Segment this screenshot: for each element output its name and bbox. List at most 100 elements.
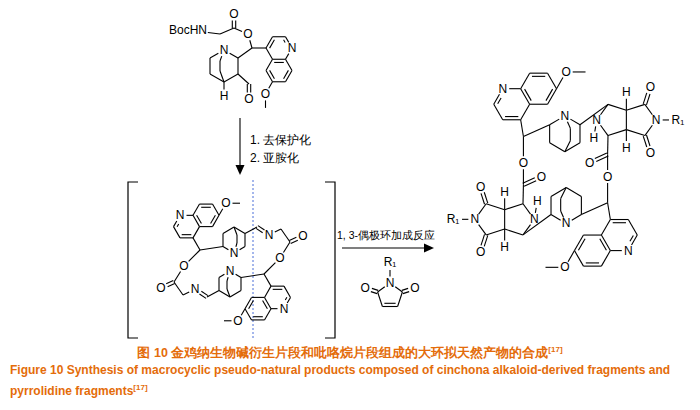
arrow-head <box>424 244 434 253</box>
bond-line <box>224 320 232 321</box>
bond-line <box>234 28 242 31</box>
atom-label: O <box>179 260 188 272</box>
bond-line <box>479 204 486 214</box>
bond-line <box>504 210 505 229</box>
bond-line <box>223 247 228 250</box>
atom-label: O <box>156 282 165 294</box>
bond-line <box>281 229 290 242</box>
bond-line <box>271 308 278 309</box>
bond-line <box>283 242 290 252</box>
bond-line <box>530 104 548 105</box>
bond-line <box>663 119 669 120</box>
bond-line <box>557 78 563 89</box>
atom-label: O <box>233 315 242 327</box>
bond-line <box>608 130 626 136</box>
bond-line <box>174 272 181 282</box>
bond-line <box>270 40 275 48</box>
bond-line <box>643 93 647 104</box>
bond-line <box>378 287 385 292</box>
bond-line <box>189 250 200 261</box>
bond-line <box>521 73 530 89</box>
bond-line <box>523 169 524 185</box>
bond-line <box>247 84 248 93</box>
atom-label: N <box>176 209 185 221</box>
bond-line <box>174 227 181 238</box>
atom-label: H <box>589 132 598 144</box>
atom-label: BocHN <box>169 24 207 36</box>
bond-line <box>213 204 220 215</box>
bond-line <box>505 229 523 235</box>
bond-line <box>213 215 220 226</box>
atom-label: N <box>288 42 297 54</box>
bond-line <box>224 74 238 82</box>
bond-line <box>193 238 200 250</box>
bond-line <box>378 292 383 307</box>
bond-line <box>626 130 627 141</box>
bond-line <box>274 62 284 63</box>
bond-line <box>561 188 567 199</box>
bond-line <box>530 73 548 74</box>
bond-line <box>219 209 223 215</box>
bond-line <box>273 36 286 37</box>
bond-line <box>550 143 565 152</box>
atom-label: O <box>519 157 528 169</box>
bond-line <box>245 297 252 308</box>
bond-line <box>523 137 524 157</box>
bond-line <box>284 70 289 78</box>
bond-line <box>626 130 644 136</box>
atom-label: N <box>624 245 633 257</box>
bond-line <box>265 309 272 320</box>
atom-label: O <box>410 282 419 294</box>
bond-line <box>210 53 218 58</box>
bond-line <box>579 125 580 143</box>
figure-caption: Figure 10 Synthesis of macrocyclic pseud… <box>10 363 670 398</box>
bond-line <box>284 286 291 297</box>
bond-line <box>462 219 468 220</box>
bond-line <box>403 292 409 294</box>
bond-line <box>643 136 647 147</box>
figure-caption: 图 10 金鸡纳生物碱衍生片段和吡咯烷片段组成的大环拟天然产物的合成 <box>137 346 548 360</box>
bond-line <box>236 235 237 243</box>
bond-line <box>546 89 553 100</box>
bond-line <box>601 220 610 236</box>
atom-label: O <box>243 28 252 40</box>
bond-line <box>197 215 202 223</box>
bond-line <box>498 98 501 104</box>
bond-line <box>201 291 208 295</box>
atom-label: H <box>500 186 509 198</box>
bond-line <box>505 116 518 117</box>
bond-line <box>234 227 237 235</box>
bond-line <box>607 154 608 170</box>
bond-line <box>601 104 608 114</box>
bond-line <box>232 21 233 29</box>
bond-line <box>484 192 488 203</box>
bond-line <box>608 203 611 220</box>
bond-line <box>551 214 561 220</box>
intermediate-bracket <box>128 182 335 338</box>
bond-line <box>230 53 238 58</box>
bond-line <box>177 224 179 227</box>
bond-line <box>200 247 223 251</box>
bond-line <box>610 219 628 220</box>
atom-label: O <box>585 157 594 169</box>
bond-line <box>600 239 607 250</box>
bond-line <box>270 70 275 78</box>
bond-line <box>168 284 175 287</box>
bond-line <box>532 76 545 77</box>
atom-label: H <box>622 86 631 98</box>
bond-line <box>389 270 390 277</box>
bond-line <box>481 193 485 204</box>
bond-line <box>264 263 275 274</box>
bond-line <box>273 289 283 290</box>
atom-label: H <box>533 195 542 207</box>
bond-line <box>174 282 183 295</box>
citation-number: [17] <box>548 345 562 354</box>
bond-line <box>284 40 286 43</box>
bond-line <box>241 274 264 278</box>
bond-line <box>523 204 530 214</box>
bond-line <box>481 234 485 245</box>
bond-line <box>220 71 224 82</box>
bond-line <box>522 185 524 204</box>
bond-line <box>560 199 561 211</box>
reaction-condition: 1. 去保护化 <box>250 134 311 146</box>
